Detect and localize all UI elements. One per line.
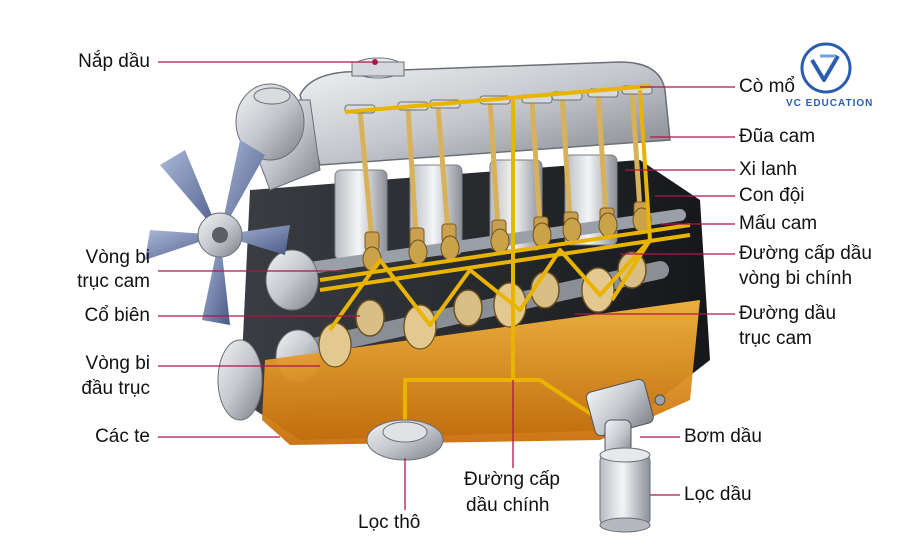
oil-pump (585, 378, 666, 461)
label-loc-tho: Lọc thô (358, 512, 421, 533)
oil-strainer (366, 419, 444, 461)
label-duong-cap-dau-vong-bi-chinh-line1: Đường cấp dầu (739, 243, 872, 264)
push-rods (357, 87, 643, 243)
label-mau-cam: Mấu cam (739, 213, 818, 234)
label-dua-cam: Đũa cam (739, 126, 816, 147)
label-co-mo: Cò mổ (739, 76, 795, 97)
label-co-bien: Cổ biên (84, 305, 151, 326)
oil-filter (599, 447, 651, 533)
label-xi-lanh: Xi lanh (739, 159, 798, 180)
engine-illustration (145, 57, 710, 533)
leader-lines (158, 59, 735, 510)
label-con-doi: Con đội (739, 185, 805, 206)
label-duong-cap-dau-chinh-line1: Đường cấp (464, 469, 560, 490)
label-nap-dau: Nắp dầu (78, 51, 150, 72)
label-bom-dau: Bơm dầu (684, 426, 762, 447)
vc-education-logo (800, 42, 852, 94)
label-vong-bi-dau-truc-line1: Vòng bi (85, 353, 150, 374)
label-cac-te: Các te (95, 426, 150, 447)
label-vong-bi-truc-cam-line2: trục cam (77, 271, 150, 292)
label-duong-dau-truc-cam-line1: Đường dầu (739, 303, 837, 324)
label-duong-dau-truc-cam-line2: trục cam (739, 328, 812, 349)
label-duong-cap-dau-vong-bi-chinh-line2: vòng bi chính (739, 268, 853, 289)
brand-name: VC EDUCATION (786, 98, 874, 109)
oil-lines (319, 89, 691, 435)
fan (145, 140, 290, 421)
label-loc-dau: Lọc dầu (684, 484, 752, 505)
label-vong-bi-dau-truc-line2: đầu trục (81, 378, 150, 399)
label-vong-bi-truc-cam-line1: Vòng bi (85, 247, 150, 268)
label-duong-cap-dau-chinh-line2: dầu chính (466, 495, 550, 516)
